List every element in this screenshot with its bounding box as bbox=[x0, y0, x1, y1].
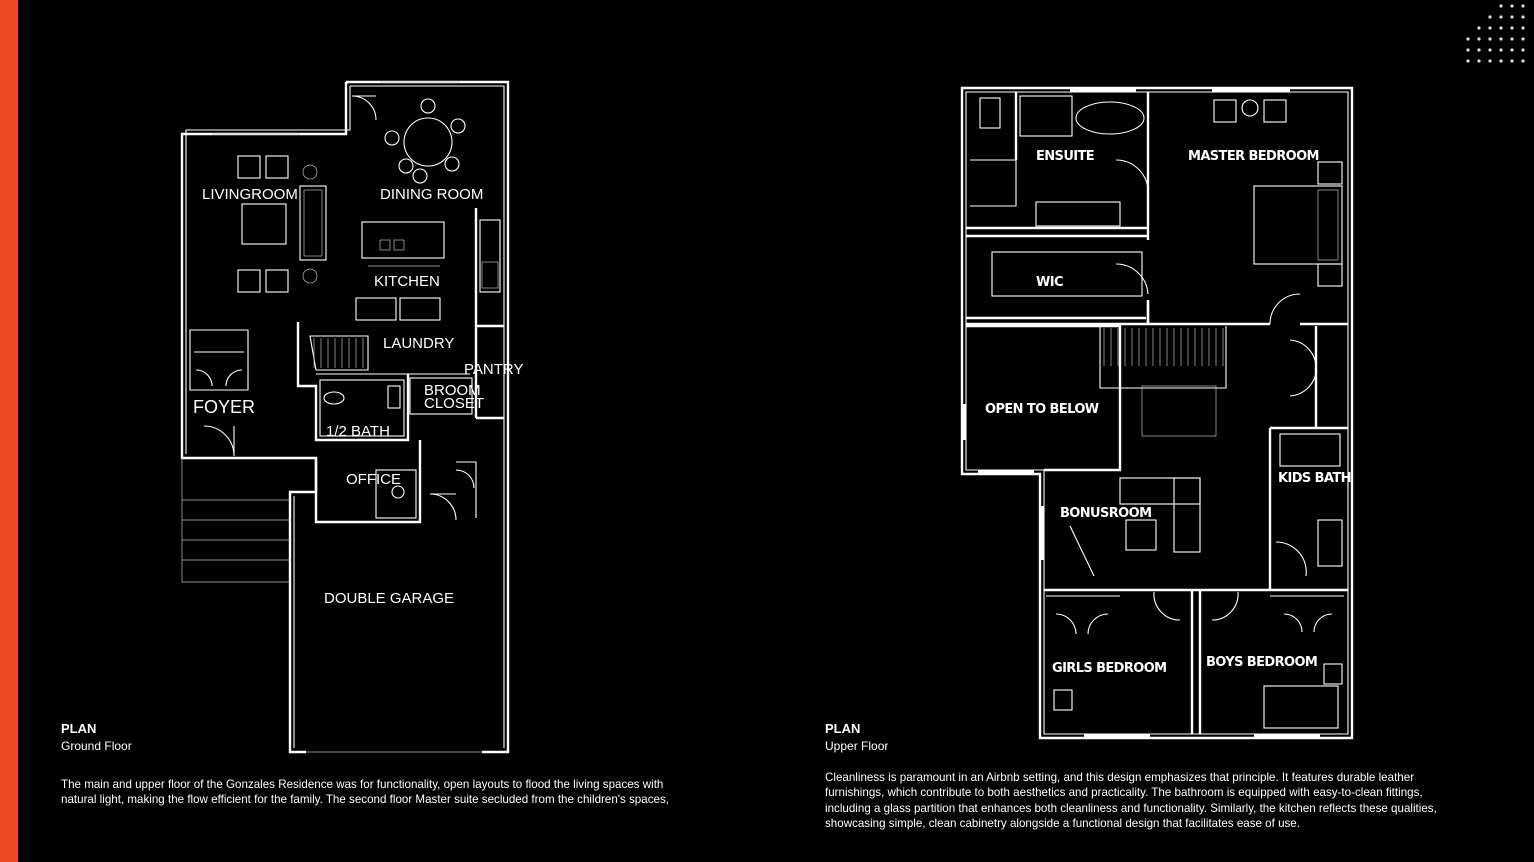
upper-plan-subtitle: Upper Floor bbox=[825, 739, 889, 753]
label-double-garage: DOUBLE GARAGE bbox=[324, 590, 454, 607]
upper-plan-label: PLAN bbox=[825, 721, 861, 736]
kids-bathtub bbox=[1279, 433, 1341, 467]
label-foyer: FOYER bbox=[193, 397, 255, 417]
label-pantry: PANTRY bbox=[464, 361, 523, 378]
accent-bar bbox=[0, 0, 18, 862]
label-half-bath: 1/2 BATH bbox=[326, 423, 390, 440]
stair-treads bbox=[313, 338, 364, 368]
label-master-bedroom: MASTER BEDROOM bbox=[1188, 149, 1319, 164]
label-ensuite: ENSUITE bbox=[1036, 149, 1094, 164]
ground-outer-wall bbox=[180, 80, 510, 754]
label-kids-bath: KIDS BATH bbox=[1278, 471, 1351, 486]
label-kitchen: KITCHEN bbox=[374, 273, 440, 290]
label-broom: BROOM bbox=[424, 382, 481, 399]
dining-table bbox=[403, 117, 453, 167]
label-closet: CLOSET bbox=[424, 395, 484, 412]
label-livingroom: LIVINGROOM bbox=[202, 186, 298, 203]
bonus-sofa bbox=[1119, 477, 1201, 505]
coffee-table bbox=[241, 203, 287, 245]
ground-floor-plan: LIVINGROOM DINING ROOM KITCHEN LAUNDRY P… bbox=[180, 80, 523, 754]
dining-chairs bbox=[384, 98, 466, 184]
label-office: OFFICE bbox=[346, 471, 401, 488]
upper-outer-wall bbox=[960, 86, 1354, 740]
upper-description: Cleanliness is paramount in an Airbnb se… bbox=[825, 771, 1437, 830]
ground-plan-label: PLAN bbox=[61, 721, 97, 736]
label-boys-bedroom: BOYS BEDROOM bbox=[1206, 655, 1317, 670]
master-bed bbox=[1253, 185, 1343, 265]
label-open-to-below: OPEN TO BELOW bbox=[985, 402, 1099, 417]
label-laundry: LAUNDRY bbox=[383, 335, 454, 352]
upper-floor-plan: ENSUITE MASTER BEDROOM WIC OPEN TO BELOW… bbox=[960, 86, 1354, 740]
ground-description: The main and upper floor of the Gonzales… bbox=[61, 778, 669, 807]
label-girls-bedroom: GIRLS BEDROOM bbox=[1052, 661, 1167, 676]
label-wic: WIC bbox=[1036, 275, 1063, 290]
kitchen-island bbox=[361, 221, 445, 259]
sofa bbox=[299, 185, 327, 261]
label-dining-room: DINING ROOM bbox=[380, 186, 483, 203]
dot-grid-decoration bbox=[1466, 4, 1525, 63]
ground-plan-subtitle: Ground Floor bbox=[61, 739, 132, 753]
label-bonusroom: BONUSROOM bbox=[1060, 506, 1151, 521]
bathtub bbox=[1075, 101, 1145, 135]
